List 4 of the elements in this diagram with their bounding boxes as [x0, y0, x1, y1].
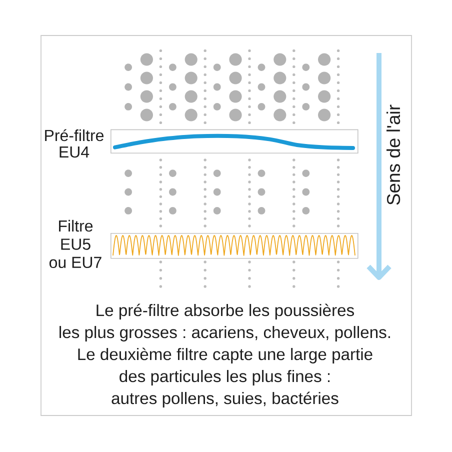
caption-text: Le pré-filtre absorbe les poussières les plus grosses : acariens, cheveux, pollens. Le deuxième filtre capte une large partie des particules les plus fines : autres pollens, suies, bactéries: [60, 304, 390, 408]
filter-label: Filtre EU5 ou EU7: [50, 220, 102, 268]
direction-label: Sens de l'air: [386, 104, 400, 205]
filter-label: Pré-filtre EU4: [45, 129, 104, 158]
